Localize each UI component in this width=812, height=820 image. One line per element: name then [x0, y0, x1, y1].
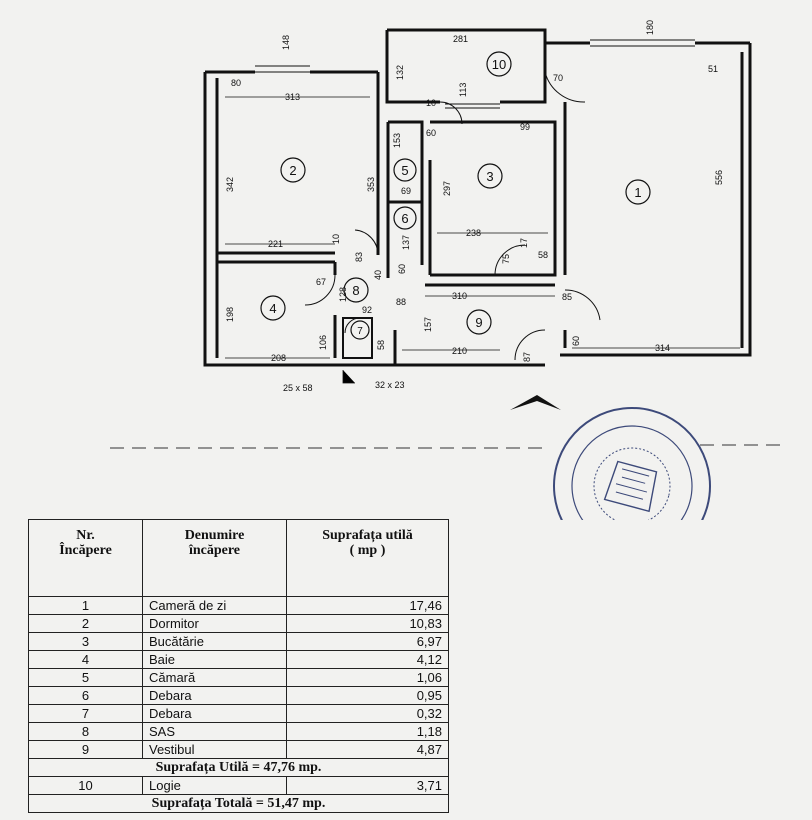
cadastre-stamp — [553, 407, 711, 520]
dim-92: 92 — [362, 305, 372, 315]
dim-148: 148 — [281, 35, 291, 50]
dim-238: 238 — [466, 228, 481, 238]
dim-208: 208 — [271, 353, 286, 363]
dim-80: 80 — [231, 78, 241, 88]
north-arrow-icon — [510, 395, 561, 410]
room-number-5: 5 — [401, 163, 408, 178]
dim-69: 69 — [401, 186, 411, 196]
dim-198: 198 — [225, 307, 235, 322]
room-number-1: 1 — [634, 185, 641, 200]
dim-221: 221 — [268, 239, 283, 249]
dim-128: 128 — [338, 287, 348, 302]
dim-297: 297 — [442, 181, 452, 196]
dim-99: 99 — [520, 122, 530, 132]
dim-60a: 60 — [426, 128, 436, 138]
room-number-2: 2 — [289, 163, 296, 178]
dim-310: 310 — [452, 291, 467, 301]
dim-10a: 10 — [426, 98, 436, 108]
dim-153: 153 — [392, 133, 402, 148]
dim-556: 556 — [714, 170, 724, 185]
room-number-7: 7 — [357, 326, 363, 337]
useful-total-row: Suprafața Utilă = 47,76 mp. — [28, 758, 449, 777]
dim-353: 353 — [366, 177, 376, 192]
dim-180: 180 — [645, 20, 655, 35]
dim-10b: 10 — [331, 234, 341, 244]
dim-75: 75 — [501, 254, 511, 264]
dim-58b: 58 — [376, 340, 386, 350]
dim-60b: 60 — [397, 264, 407, 274]
room-number-6: 6 — [401, 211, 408, 226]
dim-137: 137 — [401, 235, 411, 250]
dim-70: 70 — [553, 73, 563, 83]
dim-85: 85 — [562, 292, 572, 302]
room-number-8: 8 — [352, 283, 359, 298]
dim-88: 88 — [396, 297, 406, 307]
dim-25x58: 25 x 58 — [283, 383, 313, 393]
header-nr: Nr.Încăpere — [28, 519, 143, 597]
dim-58a: 58 — [538, 250, 548, 260]
dim-106: 106 — [318, 335, 328, 350]
dim-83: 83 — [354, 252, 364, 262]
dim-314: 314 — [655, 343, 670, 353]
dim-17: 17 — [519, 238, 529, 248]
room-number-3: 3 — [486, 169, 493, 184]
dashed-separator — [110, 444, 785, 449]
dim-67: 67 — [316, 277, 326, 287]
dim-51: 51 — [708, 64, 718, 74]
dim-32x23: 32 x 23 — [375, 380, 405, 390]
dim-210: 210 — [452, 346, 467, 356]
dim-132: 132 — [395, 65, 405, 80]
dim-281: 281 — [453, 34, 468, 44]
room-number-4: 4 — [269, 301, 276, 316]
dim-342: 342 — [225, 177, 235, 192]
dim-313: 313 — [285, 92, 300, 102]
grand-total-row: Suprafața Totală = 51,47 mp. — [28, 794, 449, 813]
room-number-9: 9 — [475, 315, 482, 330]
dim-60c: 60 — [571, 336, 581, 346]
header-area: Suprafața utilă( mp ) — [286, 519, 449, 597]
dim-157: 157 — [423, 317, 433, 332]
dim-87: 87 — [522, 352, 532, 362]
dim-113: 113 — [458, 83, 468, 97]
floor-plan: 1 2 3 4 5 6 7 8 9 10 148 281 180 80 313 … — [110, 20, 785, 520]
room-number-10: 10 — [492, 57, 506, 72]
dim-40: 40 — [373, 270, 383, 280]
